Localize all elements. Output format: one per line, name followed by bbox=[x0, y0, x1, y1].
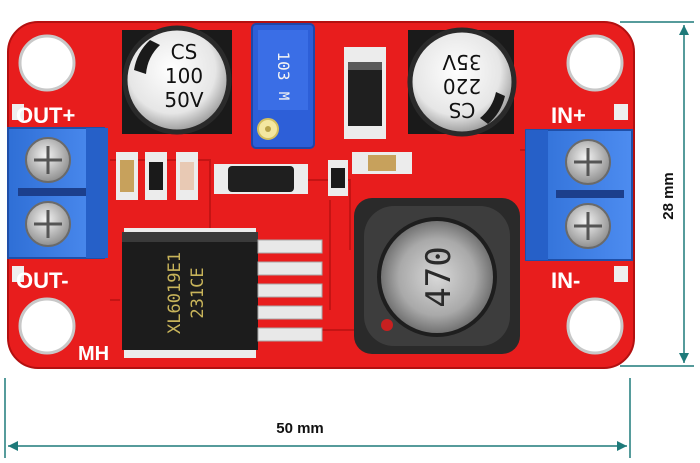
potentiometer: 103 M bbox=[251, 23, 315, 149]
terminal-block-input bbox=[525, 129, 633, 261]
mounting-holes bbox=[18, 34, 624, 355]
chip-xl6019: XL6019E1 231CE bbox=[122, 228, 323, 358]
cap-left-line3: 50V bbox=[164, 88, 203, 112]
chip-line2: 231CE bbox=[188, 267, 208, 318]
smd-components bbox=[116, 152, 412, 200]
cap-left-line1: CS bbox=[171, 40, 198, 64]
chip-line1: XL6019E1 bbox=[165, 252, 185, 334]
capacitor-right: CS 220 35V bbox=[407, 27, 517, 137]
height-dimension-label: 28 mm bbox=[660, 172, 677, 220]
pot-mark: M bbox=[275, 92, 291, 100]
label-in-minus: IN- bbox=[551, 268, 580, 293]
terminal-block-output bbox=[7, 127, 108, 259]
diode bbox=[344, 47, 386, 139]
cap-right-line2: 220 bbox=[443, 74, 481, 98]
solder-pads bbox=[12, 104, 628, 282]
capacitor-left: CS 100 50V bbox=[122, 25, 232, 135]
label-out-minus: OUT- bbox=[16, 268, 69, 293]
dimension-lines bbox=[4, 21, 694, 458]
cap-left-line2: 100 bbox=[165, 64, 203, 88]
width-dimension-label: 50 mm bbox=[276, 420, 324, 437]
inductor-value: 470 bbox=[419, 246, 459, 307]
cap-right-line1: CS bbox=[449, 98, 476, 122]
pot-code: 103 bbox=[274, 52, 293, 81]
label-mh: MH bbox=[78, 343, 109, 365]
cap-right-line3: 35V bbox=[442, 50, 481, 74]
label-out-plus: OUT+ bbox=[16, 103, 75, 128]
label-in-plus: IN+ bbox=[551, 103, 586, 128]
inductor: 470 bbox=[354, 198, 520, 354]
